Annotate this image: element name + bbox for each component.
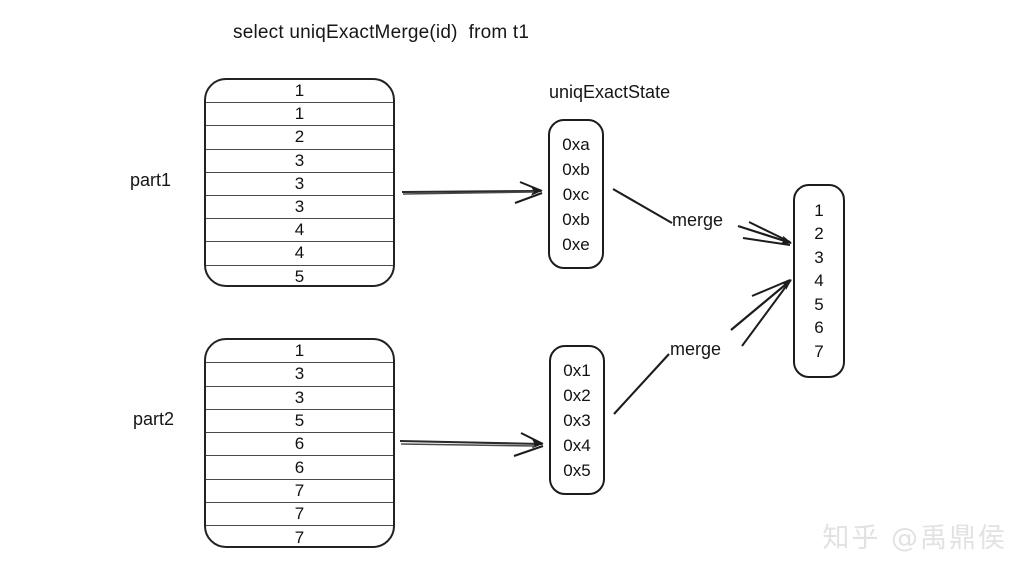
result-cell: 4 (814, 271, 824, 291)
table-row: 7 (206, 480, 393, 504)
table-row: 6 (206, 456, 393, 480)
part2-label: part2 (133, 409, 175, 429)
arrow-part1-to-state1 (401, 181, 543, 204)
state-cell: 0x4 (563, 435, 591, 455)
page-title: select uniqExactMerge(id) from t1 (233, 22, 530, 43)
result-cell: 5 (814, 294, 824, 314)
leader-state1-to-merge1 (612, 188, 673, 224)
merge-label-bottom: merge (670, 339, 722, 359)
table-row: 1 (206, 80, 393, 104)
table-row: 6 (206, 433, 393, 457)
leader-state2-to-merge2 (613, 353, 670, 415)
table-row: 2 (206, 126, 393, 150)
result-box: 1 2 3 4 5 6 7 (793, 184, 845, 378)
state-cell: 0xe (562, 234, 590, 254)
part2-table: 1 3 3 5 6 6 7 7 7 (204, 338, 395, 548)
table-row: 3 (206, 363, 393, 387)
result-cell: 1 (814, 200, 824, 220)
result-cell: 2 (814, 224, 824, 244)
state-cell: 0x1 (563, 360, 591, 380)
table-row: 3 (206, 196, 393, 220)
arrow-merge2-to-result (730, 279, 792, 347)
table-row: 5 (206, 410, 393, 434)
part1-label: part1 (130, 170, 172, 190)
state-cell: 0xb (562, 159, 590, 179)
watermark: 知乎 @禹鼎侯 (822, 523, 1007, 554)
state-cell: 0x3 (563, 410, 591, 430)
state-cell: 0x5 (563, 460, 591, 480)
state-cell: 0xb (562, 209, 590, 229)
arrow-part2-to-state2 (399, 432, 544, 457)
table-row: 4 (206, 219, 393, 243)
result-cell: 6 (814, 318, 824, 338)
table-row: 4 (206, 242, 393, 266)
state-cell: 0x2 (563, 385, 591, 405)
table-row: 1 (206, 340, 393, 364)
result-cell: 3 (814, 247, 824, 267)
table-row: 3 (206, 150, 393, 173)
table-row: 7 (206, 503, 393, 527)
table-row: 3 (206, 173, 393, 196)
state-box-2: 0x1 0x2 0x3 0x4 0x5 (549, 345, 605, 495)
state-box-1: 0xa 0xb 0xc 0xb 0xe (548, 119, 604, 269)
part1-table: 1 1 2 3 3 3 4 4 5 (204, 78, 395, 287)
state-cell: 0xc (562, 184, 590, 204)
state-heading: uniqExactState (549, 82, 671, 102)
table-row: 7 (294, 528, 305, 548)
table-row: 5 (294, 267, 305, 287)
state-cell: 0xa (562, 134, 590, 154)
merge-label-top: merge (672, 210, 724, 230)
arrow-merge1-to-result (737, 221, 792, 246)
result-cell: 7 (814, 341, 824, 361)
table-row: 3 (206, 387, 393, 410)
table-row: 1 (206, 103, 393, 127)
